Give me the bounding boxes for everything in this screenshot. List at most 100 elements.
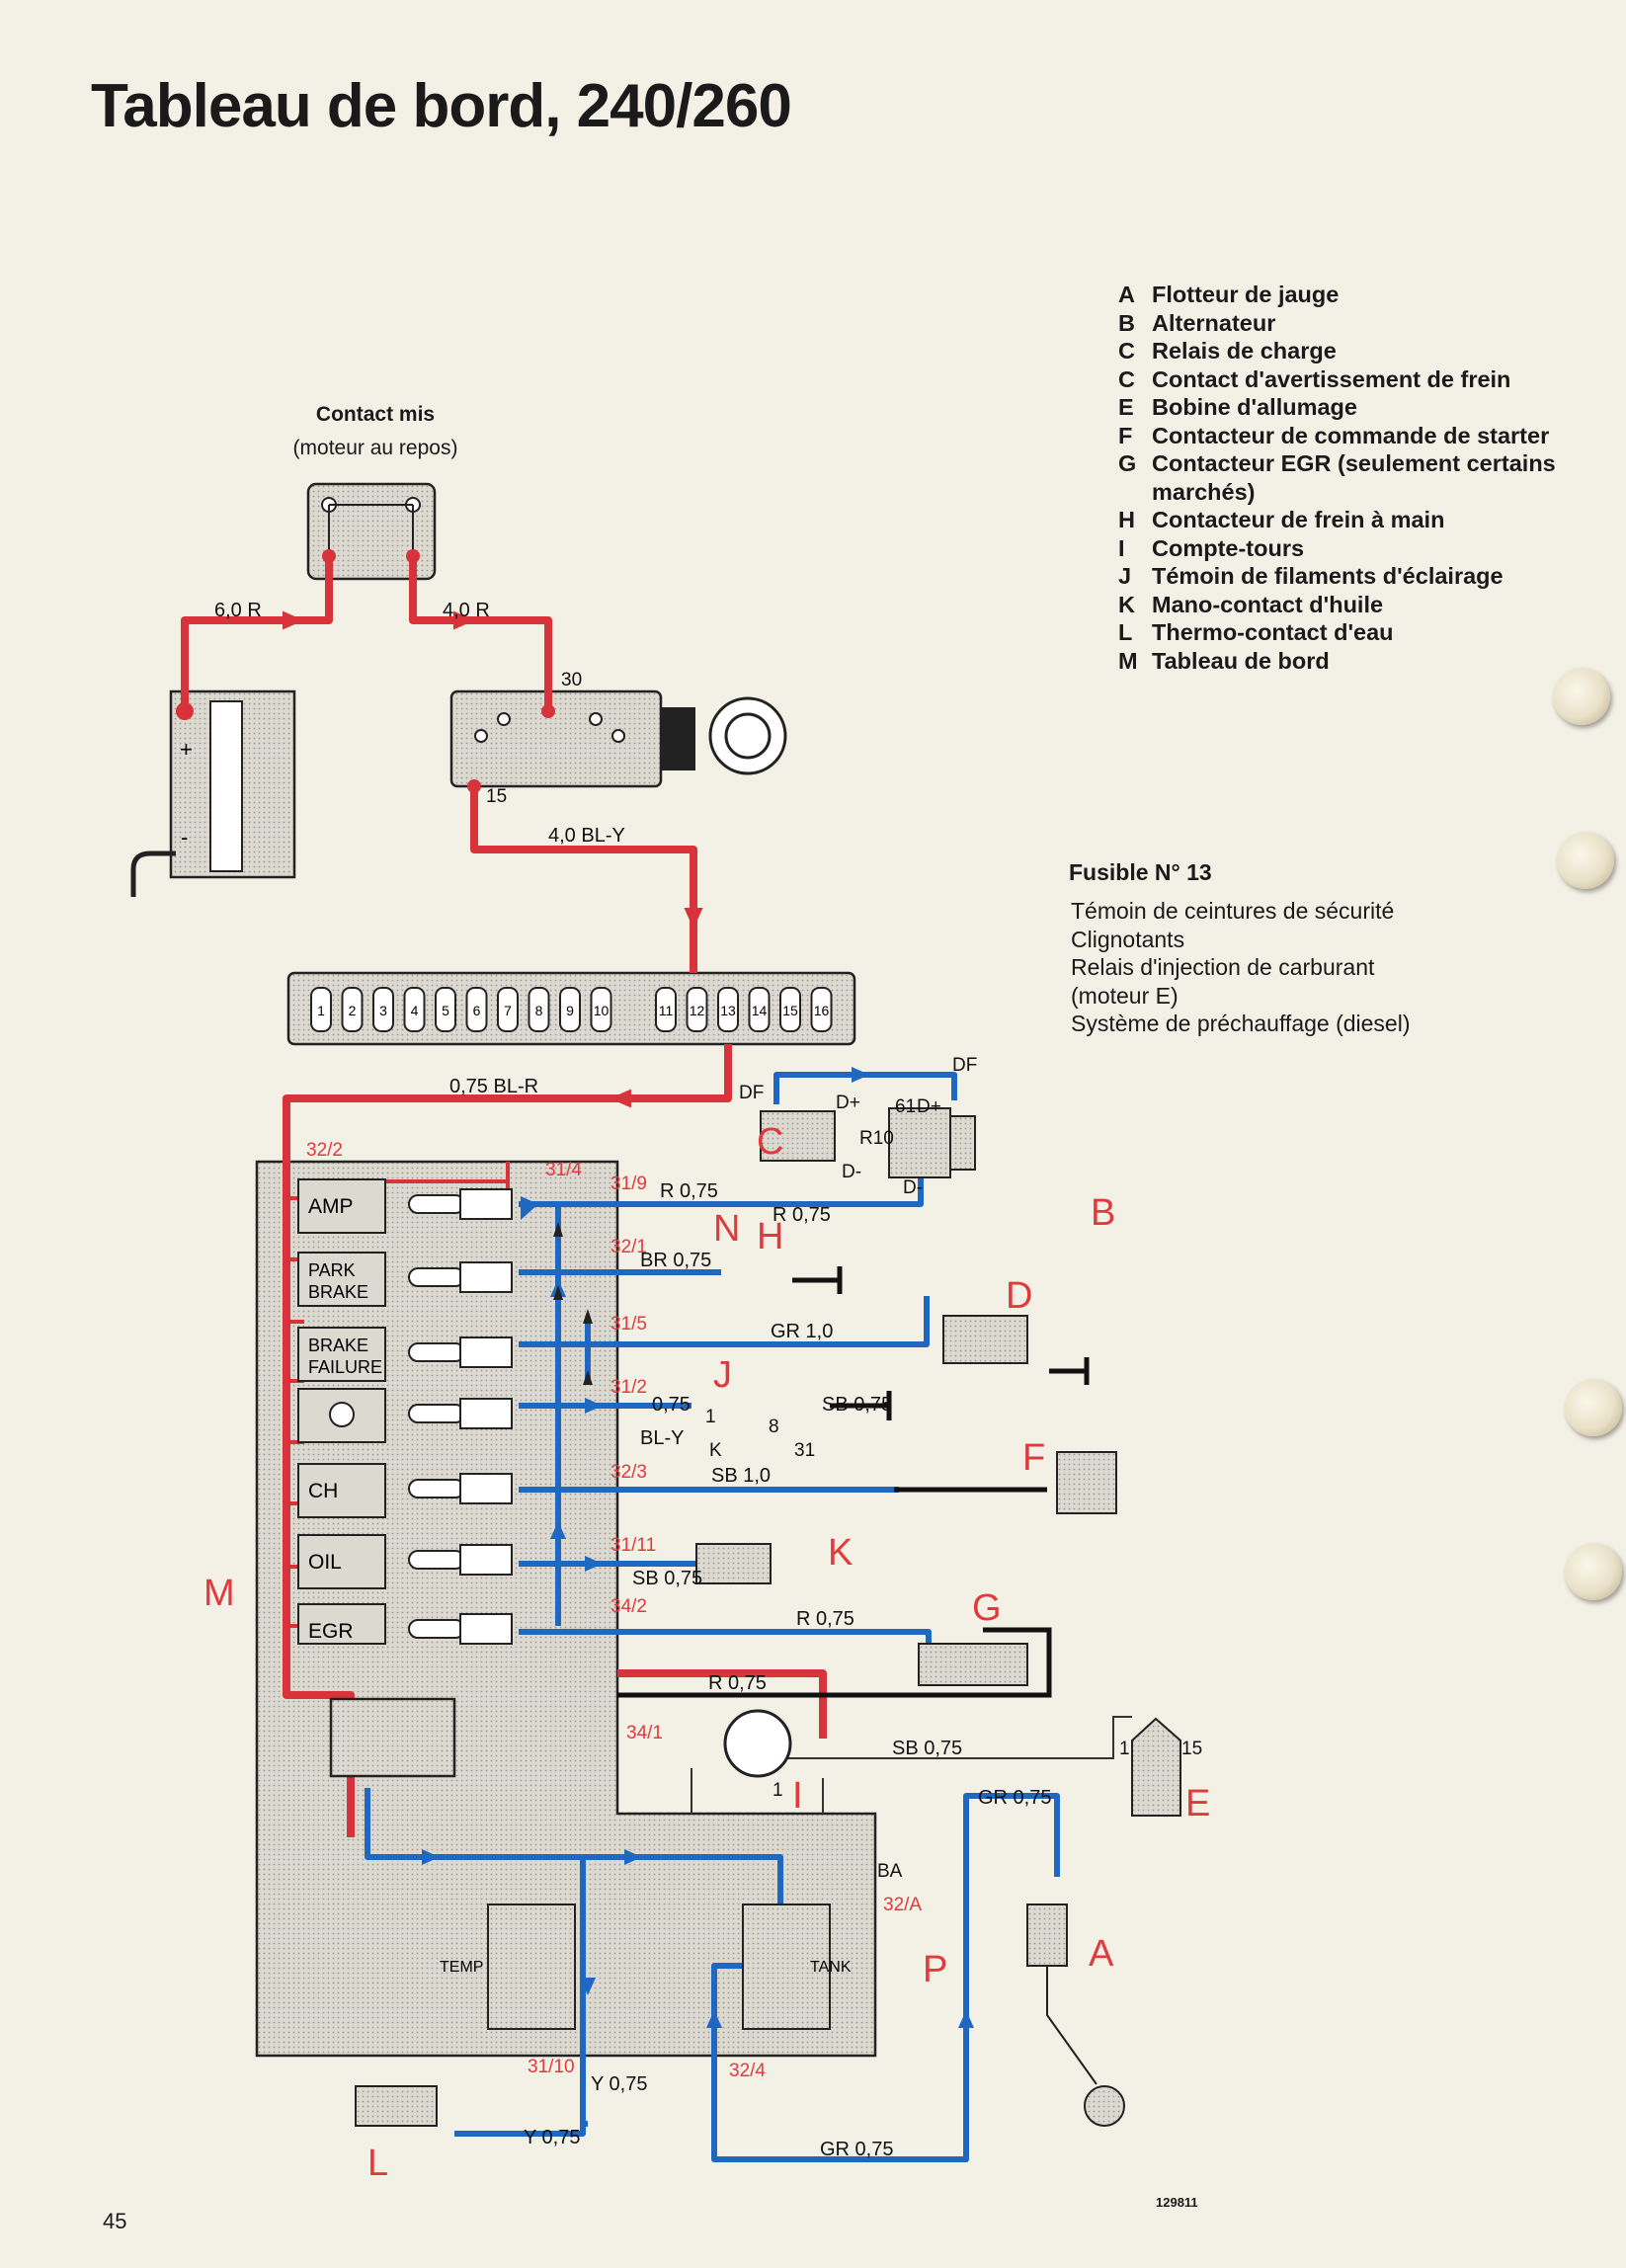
- component-letter: N: [713, 1208, 740, 1250]
- voltage-stabiliser: [329, 1697, 456, 1778]
- lamp-socket: [459, 1336, 513, 1368]
- lamp-socket: [459, 1188, 513, 1220]
- fuse-14: [748, 987, 771, 1032]
- fuse-number: 7: [504, 1003, 512, 1018]
- lamp-socket: [459, 1398, 513, 1429]
- temp-sensor: [355, 2085, 438, 2127]
- binder-hole: [1565, 1379, 1622, 1436]
- terminal-label: 30: [561, 670, 582, 690]
- fuse-3: [372, 987, 394, 1032]
- lamp-socket: [459, 1473, 513, 1504]
- terminal-label: 15: [486, 786, 507, 807]
- terminal-label: 31/5: [610, 1314, 647, 1335]
- component-letter: P: [923, 1949, 947, 1990]
- fuse-item: Clignotants: [1071, 926, 1185, 952]
- fuse-7: [497, 987, 519, 1032]
- terminal-label: DF: [739, 1083, 764, 1103]
- terminal-label: 31/4: [545, 1160, 582, 1180]
- fuse-10: [590, 987, 612, 1032]
- brake-warning-switch: [942, 1315, 1028, 1364]
- terminal-label: D-: [842, 1162, 861, 1182]
- component-letter: G: [972, 1587, 1002, 1629]
- ignition-coil: [1131, 1717, 1181, 1817]
- terminal-label: 34/2: [610, 1596, 647, 1617]
- fuse-number: 13: [720, 1003, 736, 1018]
- wire-4r: [409, 556, 552, 711]
- temp-gauge-label: TEMP: [440, 1959, 483, 1976]
- wire-label: 0,75 BL-R: [449, 1076, 538, 1097]
- terminal-label: 32/2: [306, 1140, 343, 1161]
- component-letter: F: [1022, 1437, 1045, 1479]
- tank-gauge-label: TANK: [810, 1959, 852, 1976]
- wire-6r: [181, 556, 333, 711]
- fuse-11: [655, 987, 677, 1032]
- fuse-item: (moteur E): [1071, 982, 1179, 1009]
- fuse-item: Témoin de ceintures de sécurité: [1071, 898, 1395, 924]
- terminal-label: 1: [772, 1780, 783, 1801]
- instrument-panel: [255, 1160, 877, 2058]
- fuse-title: Fusible N° 13: [1069, 859, 1212, 885]
- contact-title: Contact mis: [315, 403, 436, 426]
- component-letter: L: [367, 2143, 388, 2184]
- fuse-number: 6: [473, 1003, 481, 1018]
- warning-lamp-box: [297, 1327, 386, 1382]
- fuse-5: [435, 987, 456, 1032]
- warning-lamp-box: [297, 1252, 386, 1307]
- battery-minus: -: [181, 825, 188, 850]
- terminal-label: D+: [917, 1096, 941, 1117]
- fuse-number: 9: [566, 1003, 574, 1018]
- wire-label: SB 1,0: [711, 1465, 771, 1487]
- fuse-items: Témoin de ceintures de sécurité Clignota…: [1071, 897, 1585, 1038]
- terminal-label: 31/9: [610, 1174, 647, 1194]
- fuse-15: [779, 987, 801, 1032]
- contact-subtitle: (moteur au repos): [292, 437, 458, 459]
- component-letter: C: [757, 1121, 783, 1163]
- component-letter: I: [792, 1775, 803, 1817]
- wire-label: R 0,75: [660, 1180, 718, 1202]
- terminal-label: 1: [705, 1407, 716, 1427]
- fuse-number: 3: [379, 1003, 387, 1018]
- terminal-label: K: [709, 1440, 722, 1461]
- terminal-label: DF: [952, 1055, 977, 1076]
- fuse-number: 15: [782, 1003, 798, 1018]
- terminal-label: D+: [836, 1093, 860, 1113]
- oil-pressure-switch: [695, 1543, 772, 1584]
- terminal-label: BA: [877, 1861, 903, 1882]
- tank-gauge: [742, 1904, 831, 2030]
- reference-number: 129811: [1156, 2195, 1198, 2210]
- fuse-item: Relais d'injection de carburant: [1071, 954, 1375, 980]
- ignition-relay: [306, 482, 437, 581]
- wire-label: BR 0,75: [640, 1250, 711, 1271]
- battery-plus: +: [180, 737, 193, 762]
- fuse-number: 5: [442, 1003, 449, 1018]
- fuse-8: [528, 987, 550, 1032]
- warning-lamp-label: PARK: [308, 1260, 356, 1280]
- terminal-label: 1: [1119, 1739, 1130, 1759]
- fuse-number: 1: [317, 1003, 325, 1018]
- fuse-number: 8: [535, 1003, 543, 1018]
- wire-label: R 0,75: [708, 1672, 767, 1694]
- wire-label: BL-Y: [640, 1427, 684, 1449]
- fuse-2: [341, 987, 364, 1032]
- lamp-socket: [459, 1261, 513, 1293]
- wire-gr10: [519, 1296, 930, 1347]
- terminal-label: D-: [903, 1177, 923, 1198]
- fuse-6: [465, 987, 488, 1032]
- fuse-number: 2: [349, 1003, 357, 1018]
- fuse-number: 16: [814, 1003, 830, 1018]
- wire-y075: [454, 2124, 586, 2137]
- choke-switch: [1056, 1451, 1117, 1514]
- alternator: [888, 1107, 951, 1178]
- egr-switch: [918, 1643, 1028, 1686]
- warning-lamp-label: BRAKE: [308, 1336, 368, 1355]
- terminal-label: 61: [895, 1096, 916, 1117]
